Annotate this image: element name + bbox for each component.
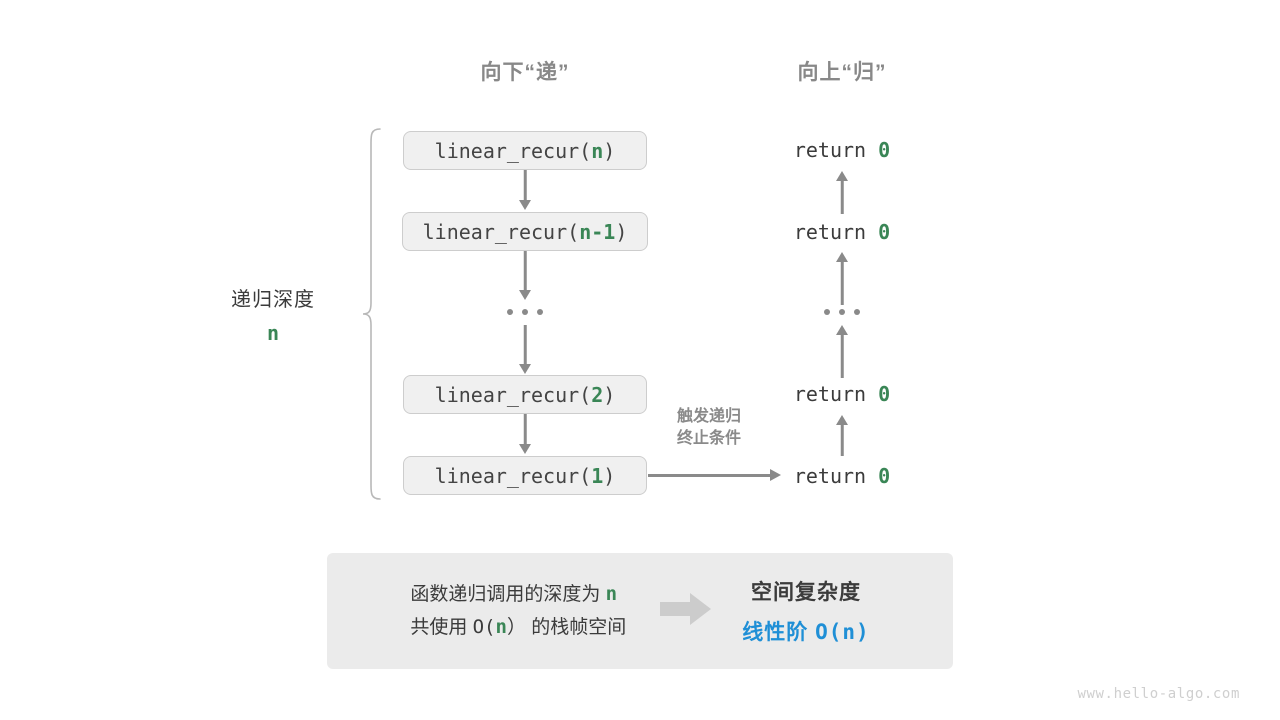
space-complexity-title: 空间复杂度 [750,581,861,604]
base-case-connector-line [648,474,772,477]
summary-left-text: 函数递归调用的深度为 n 共使用 O(n） 的栈帧空间 [410,578,626,645]
call-box-prefix: linear_recur( [434,138,592,163]
recursion-depth-brace [362,128,381,500]
note-line-2: 终止条件 [676,429,742,447]
return-value: 0 [878,220,891,244]
dot-icon [507,309,513,315]
call-box-arg: 1 [591,463,604,488]
summary-line-1-text: 函数递归调用的深度为 [410,583,606,605]
dot-icon [522,309,528,315]
return-keyword: return [793,138,879,162]
summary-line-2: 共使用 O(n） 的栈帧空间 [410,611,626,644]
up-arrowhead-4 [836,415,848,425]
return-keyword: return [793,220,879,244]
dot-icon [839,309,845,315]
space-complexity-value: 线性阶 O(n) [742,616,869,646]
return-value: 0 [878,138,891,162]
return-keyword: return [793,382,879,406]
call-box-suffix: ) [603,382,616,407]
call-stack-ellipsis [507,309,543,315]
summary-line-1: 函数递归调用的深度为 n [410,578,626,611]
return-value: 0 [878,382,891,406]
summary-line-2-suffix: 的栈帧空间 [525,617,627,638]
down-connector-line-1 [523,170,527,202]
trigger-termination-note: 触发递归 终止条件 [677,406,741,449]
up-connector-line-4 [840,424,844,456]
down-connector-line-2 [523,251,527,293]
up-arrowhead-3 [836,325,848,335]
down-arrowhead-3 [519,364,531,374]
up-arrowhead-2 [836,252,848,262]
dot-icon [537,309,543,315]
up-arrowhead-1 [836,171,848,181]
call-box-prefix: linear_recur( [434,382,592,407]
up-connector-line-3 [840,334,844,378]
down-connector-line-3 [523,325,527,367]
call-box-suffix: ) [615,219,628,244]
return-value: 0 [878,464,891,488]
call-box-2[interactable]: linear_recur(2) [403,375,647,414]
depth-label-value: n [266,321,280,345]
column-header-ascend: 向上“归” [797,61,887,84]
complexity-order-name: 线性阶 [742,621,816,644]
call-box-prefix: linear_recur( [422,219,580,244]
base-case-arrowhead [770,469,781,481]
summary-line-2-n: n [495,616,507,638]
note-line-1: 触发递归 [676,408,742,425]
return-label-4: return 0 [794,464,890,488]
summary-panel: 函数递归调用的深度为 n 共使用 O(n） 的栈帧空间 空间复杂度 线性阶 O(… [327,553,953,669]
down-arrowhead-4 [519,444,531,454]
column-header-descend: 向下“递” [480,61,570,84]
call-box-arg: 2 [591,382,604,407]
call-box-1[interactable]: linear_recur(1) [403,456,647,495]
down-connector-line-4 [523,414,527,446]
call-box-prefix: linear_recur( [434,463,592,488]
up-connector-line-1 [840,180,844,214]
recursion-depth-label: 递归深度 n [231,283,315,345]
call-box-suffix: ) [603,138,616,163]
depth-label-text: 递归深度 [231,289,315,311]
call-box-suffix: ) [603,463,616,488]
return-label-3: return 0 [794,382,890,406]
return-ellipsis [824,309,860,315]
call-box-arg: n-1 [579,219,616,244]
return-label-2: return 0 [794,220,890,244]
dot-icon [824,309,830,315]
down-arrowhead-1 [519,200,531,210]
down-arrowhead-2 [519,290,531,300]
summary-line-2-o: O( [472,616,496,638]
dot-icon [854,309,860,315]
summary-right-text: 空间复杂度 线性阶 O(n) [742,576,869,646]
summary-line-2-close: ） [506,617,526,638]
right-arrow-icon [660,592,712,631]
return-keyword: return [793,464,879,488]
call-box-n[interactable]: linear_recur(n) [403,131,647,170]
complexity-notation: O(n) [815,620,870,644]
call-box-arg: n [591,138,604,163]
return-label-1: return 0 [794,138,890,162]
summary-line-2-prefix: 共使用 [410,617,473,638]
up-connector-line-2 [840,261,844,305]
call-box-n-minus-1[interactable]: linear_recur(n-1) [402,212,648,251]
watermark: www.hello-algo.com [1077,686,1240,702]
summary-line-1-n: n [605,582,618,605]
